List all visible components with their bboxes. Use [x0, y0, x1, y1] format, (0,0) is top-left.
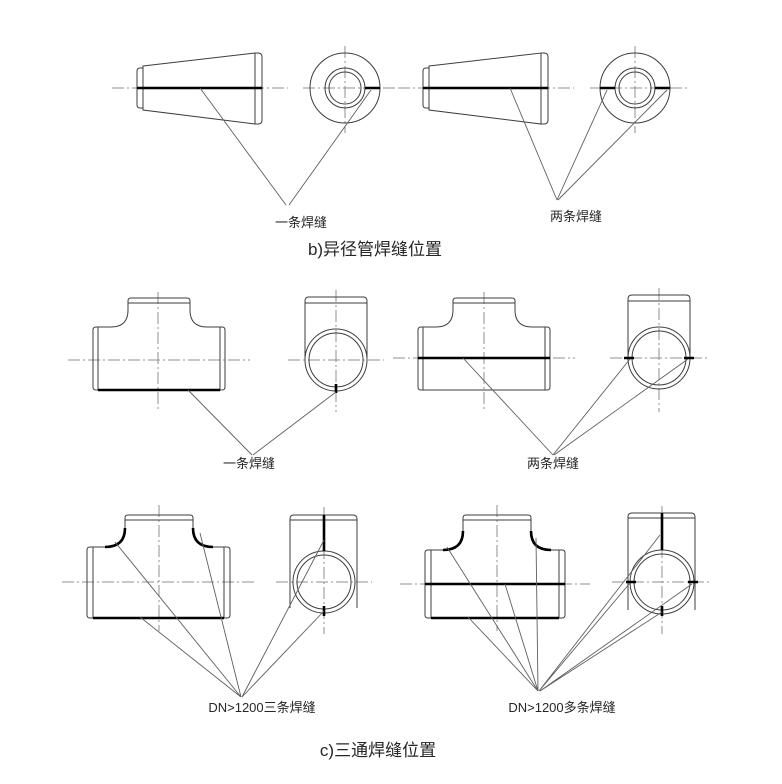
tee1-side-view-branch: [304, 296, 368, 358]
diagram-tee-two-welds: 两条焊缝: [393, 288, 708, 471]
tee4-centerlines: [400, 505, 712, 634]
tee4-weld-label: DN>1200多条焊缝: [508, 700, 615, 715]
reducer1-weld-label: 一条焊缝: [275, 215, 327, 230]
reducer2-centerlines: [398, 46, 688, 133]
tee2-side-view-branch: [627, 294, 691, 358]
diagram-reducer-one-weld: 一条焊缝: [112, 46, 397, 230]
tee4-weld-seams: [425, 513, 698, 620]
diagram-tee-one-weld: 一条焊缝: [68, 290, 384, 471]
tee3-weld-label: DN>1200三条焊缝: [208, 700, 315, 715]
tee3-centerlines: [62, 505, 372, 634]
tee1-centerlines: [68, 290, 384, 412]
section-c-caption: c)三通焊缝位置: [320, 741, 436, 760]
tee1-front-view-outline: [92, 297, 226, 391]
tee1-weld-seams: [98, 384, 338, 393]
reducer1-leader-lines: [199, 87, 372, 206]
diagram-reducer-two-welds: 两条焊缝: [398, 46, 688, 224]
tee3-leader-lines: [114, 532, 325, 698]
tee2-weld-label: 两条焊缝: [527, 456, 579, 471]
section-b-caption: b)异径管焊缝位置: [308, 240, 442, 259]
reducer2-leader-lines: [509, 87, 668, 201]
tee1-leader-lines: [187, 389, 337, 456]
tee4-leader-lines: [446, 534, 693, 692]
end-view-inner-circle: [618, 71, 652, 105]
tee4-front-view-outline: [424, 514, 566, 619]
diagram-tee-multiple-welds: DN>1200多条焊缝: [400, 505, 712, 715]
tee1-weld-label: 一条焊缝: [223, 456, 275, 471]
diagram-tee-three-welds: DN>1200三条焊缝: [62, 505, 372, 715]
tee2-leader-lines: [462, 357, 689, 456]
end-view-inner-circle: [328, 71, 362, 105]
reducer2-weld-label: 两条焊缝: [550, 209, 602, 224]
tee3-front-view-outline: [86, 514, 231, 619]
tee3-weld-seams: [93, 515, 326, 620]
